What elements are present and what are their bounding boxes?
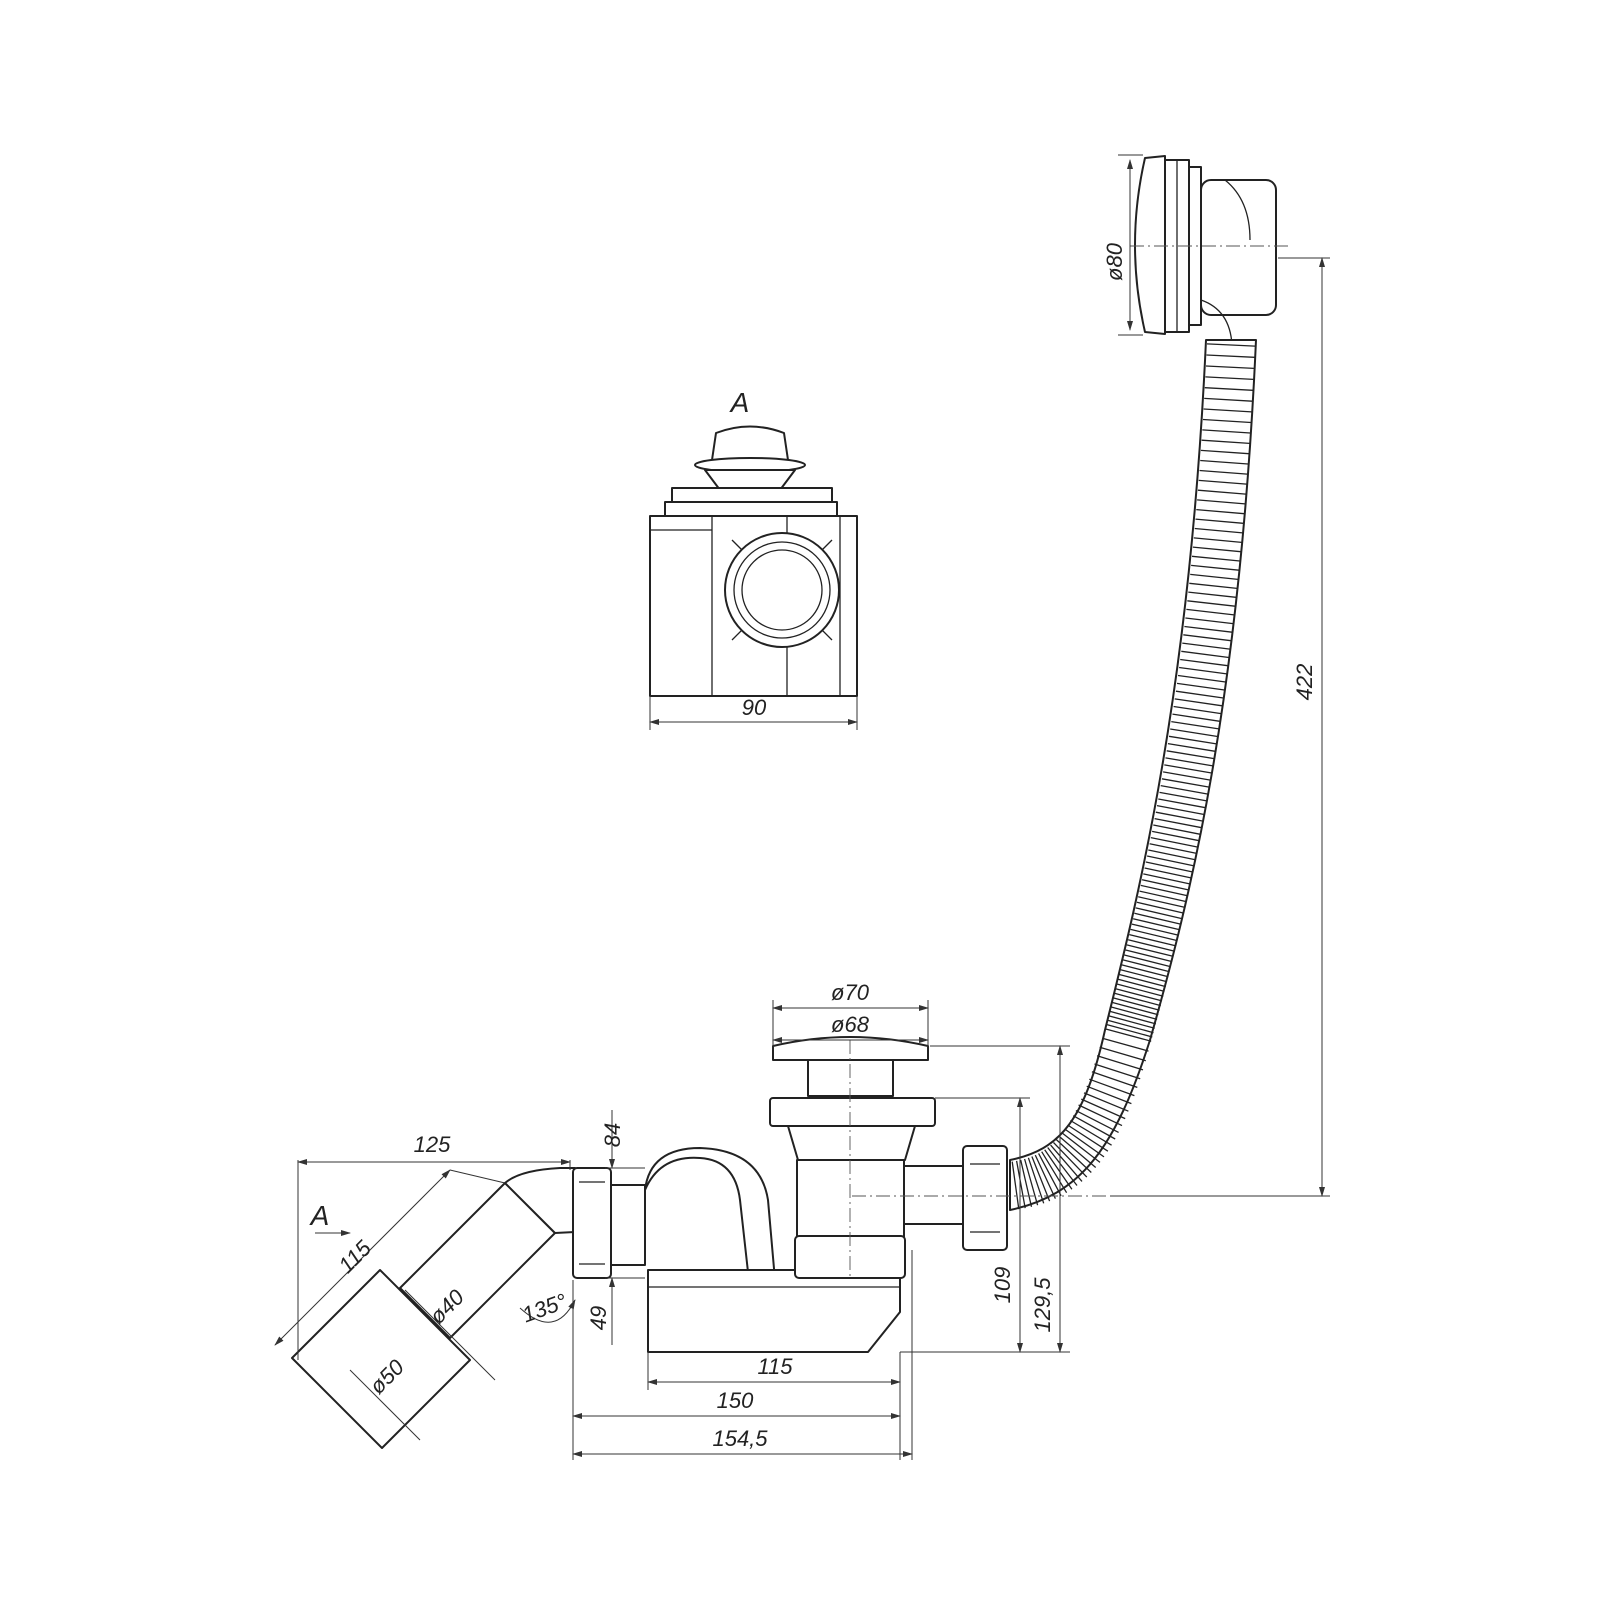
dim-height-109: 109 xyxy=(990,1267,1015,1304)
siphon-body xyxy=(291,1036,1310,1449)
overflow-hose xyxy=(1009,339,1257,1211)
dim-overflow-diameter: ø80 xyxy=(1102,242,1127,281)
dim-siphon-bottom: 49 xyxy=(586,1306,611,1330)
dimension-lines xyxy=(274,154,1330,1460)
detail-view-a xyxy=(649,425,858,697)
dim-height-129: 129,5 xyxy=(1030,1277,1055,1333)
dim-base-154: 154,5 xyxy=(712,1426,768,1451)
dim-base-115: 115 xyxy=(757,1354,793,1379)
dim-outlet-horizontal: 125 xyxy=(414,1132,451,1157)
dim-outlet-length: 115 xyxy=(333,1235,376,1278)
dim-height-422: 422 xyxy=(1292,664,1317,701)
dim-siphon-top: 84 xyxy=(600,1123,625,1147)
view-label-a: A xyxy=(729,387,750,418)
dim-plug-inner: ø68 xyxy=(831,1012,870,1037)
overflow-cap xyxy=(1130,155,1290,346)
dim-detail-width: 90 xyxy=(742,695,767,720)
dim-plug-outer: ø70 xyxy=(831,980,870,1005)
hose-ribs xyxy=(1011,343,1256,1210)
dim-base-150: 150 xyxy=(717,1388,754,1413)
section-marker-a: A xyxy=(309,1200,330,1231)
